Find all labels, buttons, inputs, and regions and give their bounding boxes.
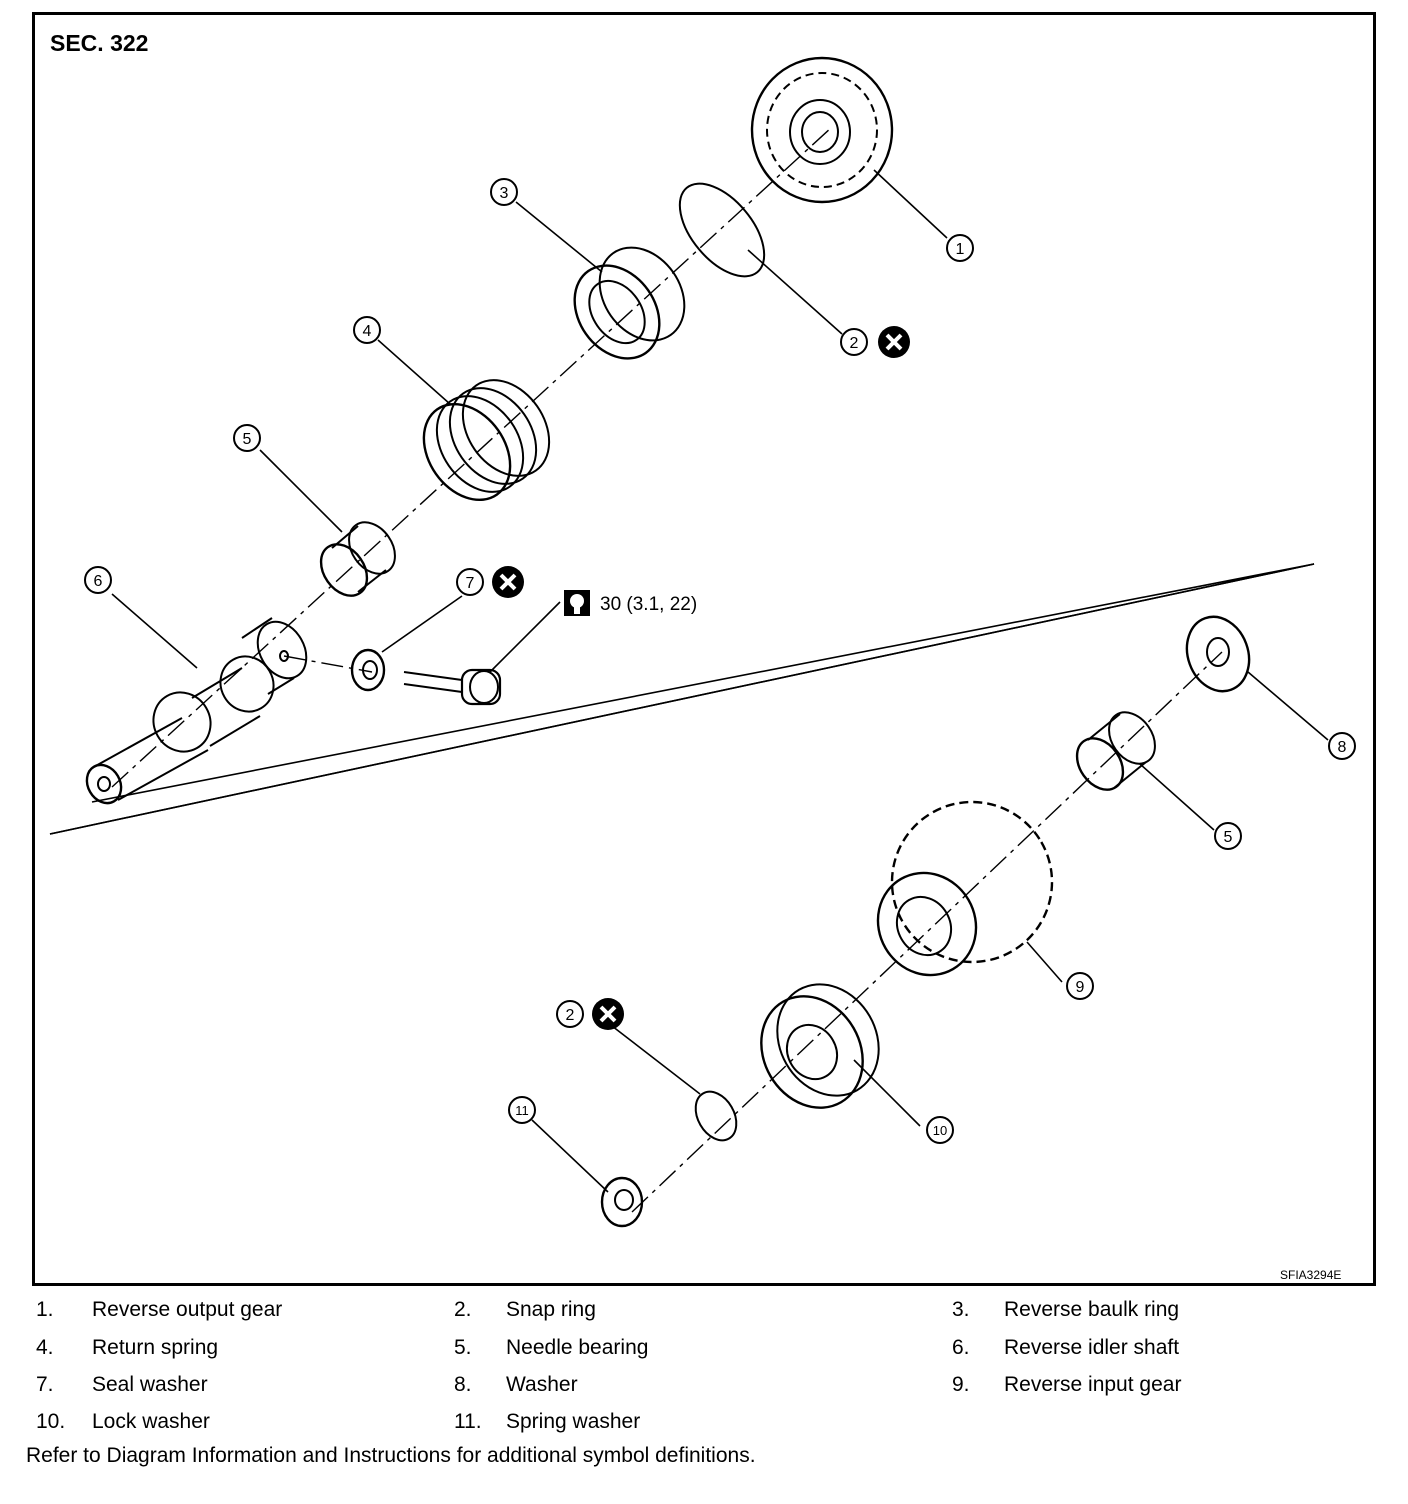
callout-3 bbox=[490, 178, 518, 206]
legend-num: 7. bbox=[36, 1373, 54, 1396]
lock-washer-icon bbox=[760, 983, 880, 1109]
callout-7-label: 7 bbox=[466, 575, 475, 592]
callout-10-label: 10 bbox=[933, 1123, 947, 1138]
legend-label: Reverse baulk ring bbox=[1004, 1298, 1180, 1321]
axis-line-bolt bbox=[283, 655, 373, 673]
legend-num: 2. bbox=[454, 1298, 472, 1321]
callout-9 bbox=[1066, 972, 1094, 1000]
axis-line-lower bbox=[631, 651, 1223, 1213]
legend-num: 11. bbox=[454, 1410, 482, 1433]
legend-num: 5. bbox=[454, 1336, 472, 1359]
legend-label: Reverse idler shaft bbox=[1004, 1336, 1180, 1359]
legend-label: Reverse input gear bbox=[1004, 1373, 1182, 1396]
replace-mark-icon bbox=[492, 566, 524, 598]
needle-bearing-lower-icon bbox=[1075, 711, 1156, 791]
spring-washer-icon bbox=[600, 1176, 644, 1228]
callout-2-lower-label: 2 bbox=[566, 1007, 575, 1024]
snap-ring-lower-icon bbox=[694, 1090, 738, 1142]
footnote-text: Refer to Diagram Information and Instruc… bbox=[26, 1444, 756, 1467]
legend-label: Return spring bbox=[92, 1336, 219, 1359]
callout-2-lower bbox=[556, 1000, 584, 1028]
legend-label: Spring washer bbox=[506, 1410, 641, 1433]
diagram-frame bbox=[32, 12, 1376, 1286]
legend-label: Reverse output gear bbox=[92, 1298, 283, 1321]
legend-num: 9. bbox=[952, 1373, 970, 1396]
callout-6 bbox=[84, 566, 112, 594]
legend-num: 1. bbox=[36, 1298, 54, 1321]
snap-ring-upper-icon bbox=[678, 182, 766, 278]
legend-label: Lock washer bbox=[92, 1410, 210, 1433]
legend-label: Needle bearing bbox=[506, 1336, 649, 1359]
callout-11 bbox=[508, 1096, 536, 1124]
reverse-input-gear-icon bbox=[876, 800, 1054, 977]
callout-2-upper-label: 2 bbox=[850, 335, 859, 352]
legend-num: 3. bbox=[952, 1298, 970, 1321]
legend-label: Washer bbox=[506, 1373, 578, 1396]
washer-icon bbox=[1185, 615, 1251, 693]
legend-label: Snap ring bbox=[506, 1298, 596, 1321]
callout-8 bbox=[1328, 732, 1356, 760]
leader-lines bbox=[111, 169, 1329, 1193]
exploded-view-diagram: 1 2 3 4 5 6 7 8 5 9 10 2 11 30 (3.1, 22) bbox=[49, 56, 1356, 1228]
return-spring-icon bbox=[422, 379, 551, 502]
figure-reference-code: SFIA3294E bbox=[1280, 1268, 1342, 1282]
callout-4 bbox=[353, 316, 381, 344]
legend-num: 6. bbox=[952, 1336, 970, 1359]
torque-value: 30 (3.1, 22) bbox=[600, 594, 697, 615]
section-label: SEC. 322 bbox=[50, 30, 149, 56]
callout-3-label: 3 bbox=[500, 185, 509, 202]
callout-7 bbox=[456, 568, 484, 596]
callout-11-label: 11 bbox=[515, 1103, 529, 1118]
replace-mark-icon bbox=[592, 998, 624, 1030]
callout-5-lower bbox=[1214, 822, 1242, 850]
callout-9-label: 9 bbox=[1076, 979, 1085, 996]
seal-washer-icon bbox=[350, 648, 386, 692]
callout-10 bbox=[926, 1116, 954, 1144]
axis-line-upper bbox=[111, 126, 833, 788]
legend-num: 10. bbox=[36, 1410, 66, 1433]
legend-num: 8. bbox=[454, 1373, 472, 1396]
needle-bearing-upper-icon bbox=[319, 521, 396, 597]
callout-6-label: 6 bbox=[94, 573, 103, 590]
callout-5-upper-label: 5 bbox=[243, 431, 252, 448]
reverse-output-gear-icon bbox=[750, 56, 894, 204]
bolt-icon bbox=[403, 668, 502, 706]
legend-label: Seal washer bbox=[92, 1373, 208, 1396]
callout-4-label: 4 bbox=[363, 323, 372, 340]
callout-8-label: 8 bbox=[1338, 739, 1347, 756]
callout-2-upper bbox=[840, 328, 868, 356]
reverse-idler-shaft-icon bbox=[85, 617, 308, 805]
callout-1 bbox=[946, 234, 974, 262]
callout-5-upper bbox=[233, 424, 261, 452]
callout-1-label: 1 bbox=[956, 241, 965, 258]
legend-num: 4. bbox=[36, 1336, 54, 1359]
torque-wrench-icon bbox=[564, 590, 590, 616]
replace-mark-icon bbox=[878, 326, 910, 358]
reverse-baulk-ring-icon bbox=[573, 246, 686, 360]
callout-5-lower-label: 5 bbox=[1224, 829, 1233, 846]
